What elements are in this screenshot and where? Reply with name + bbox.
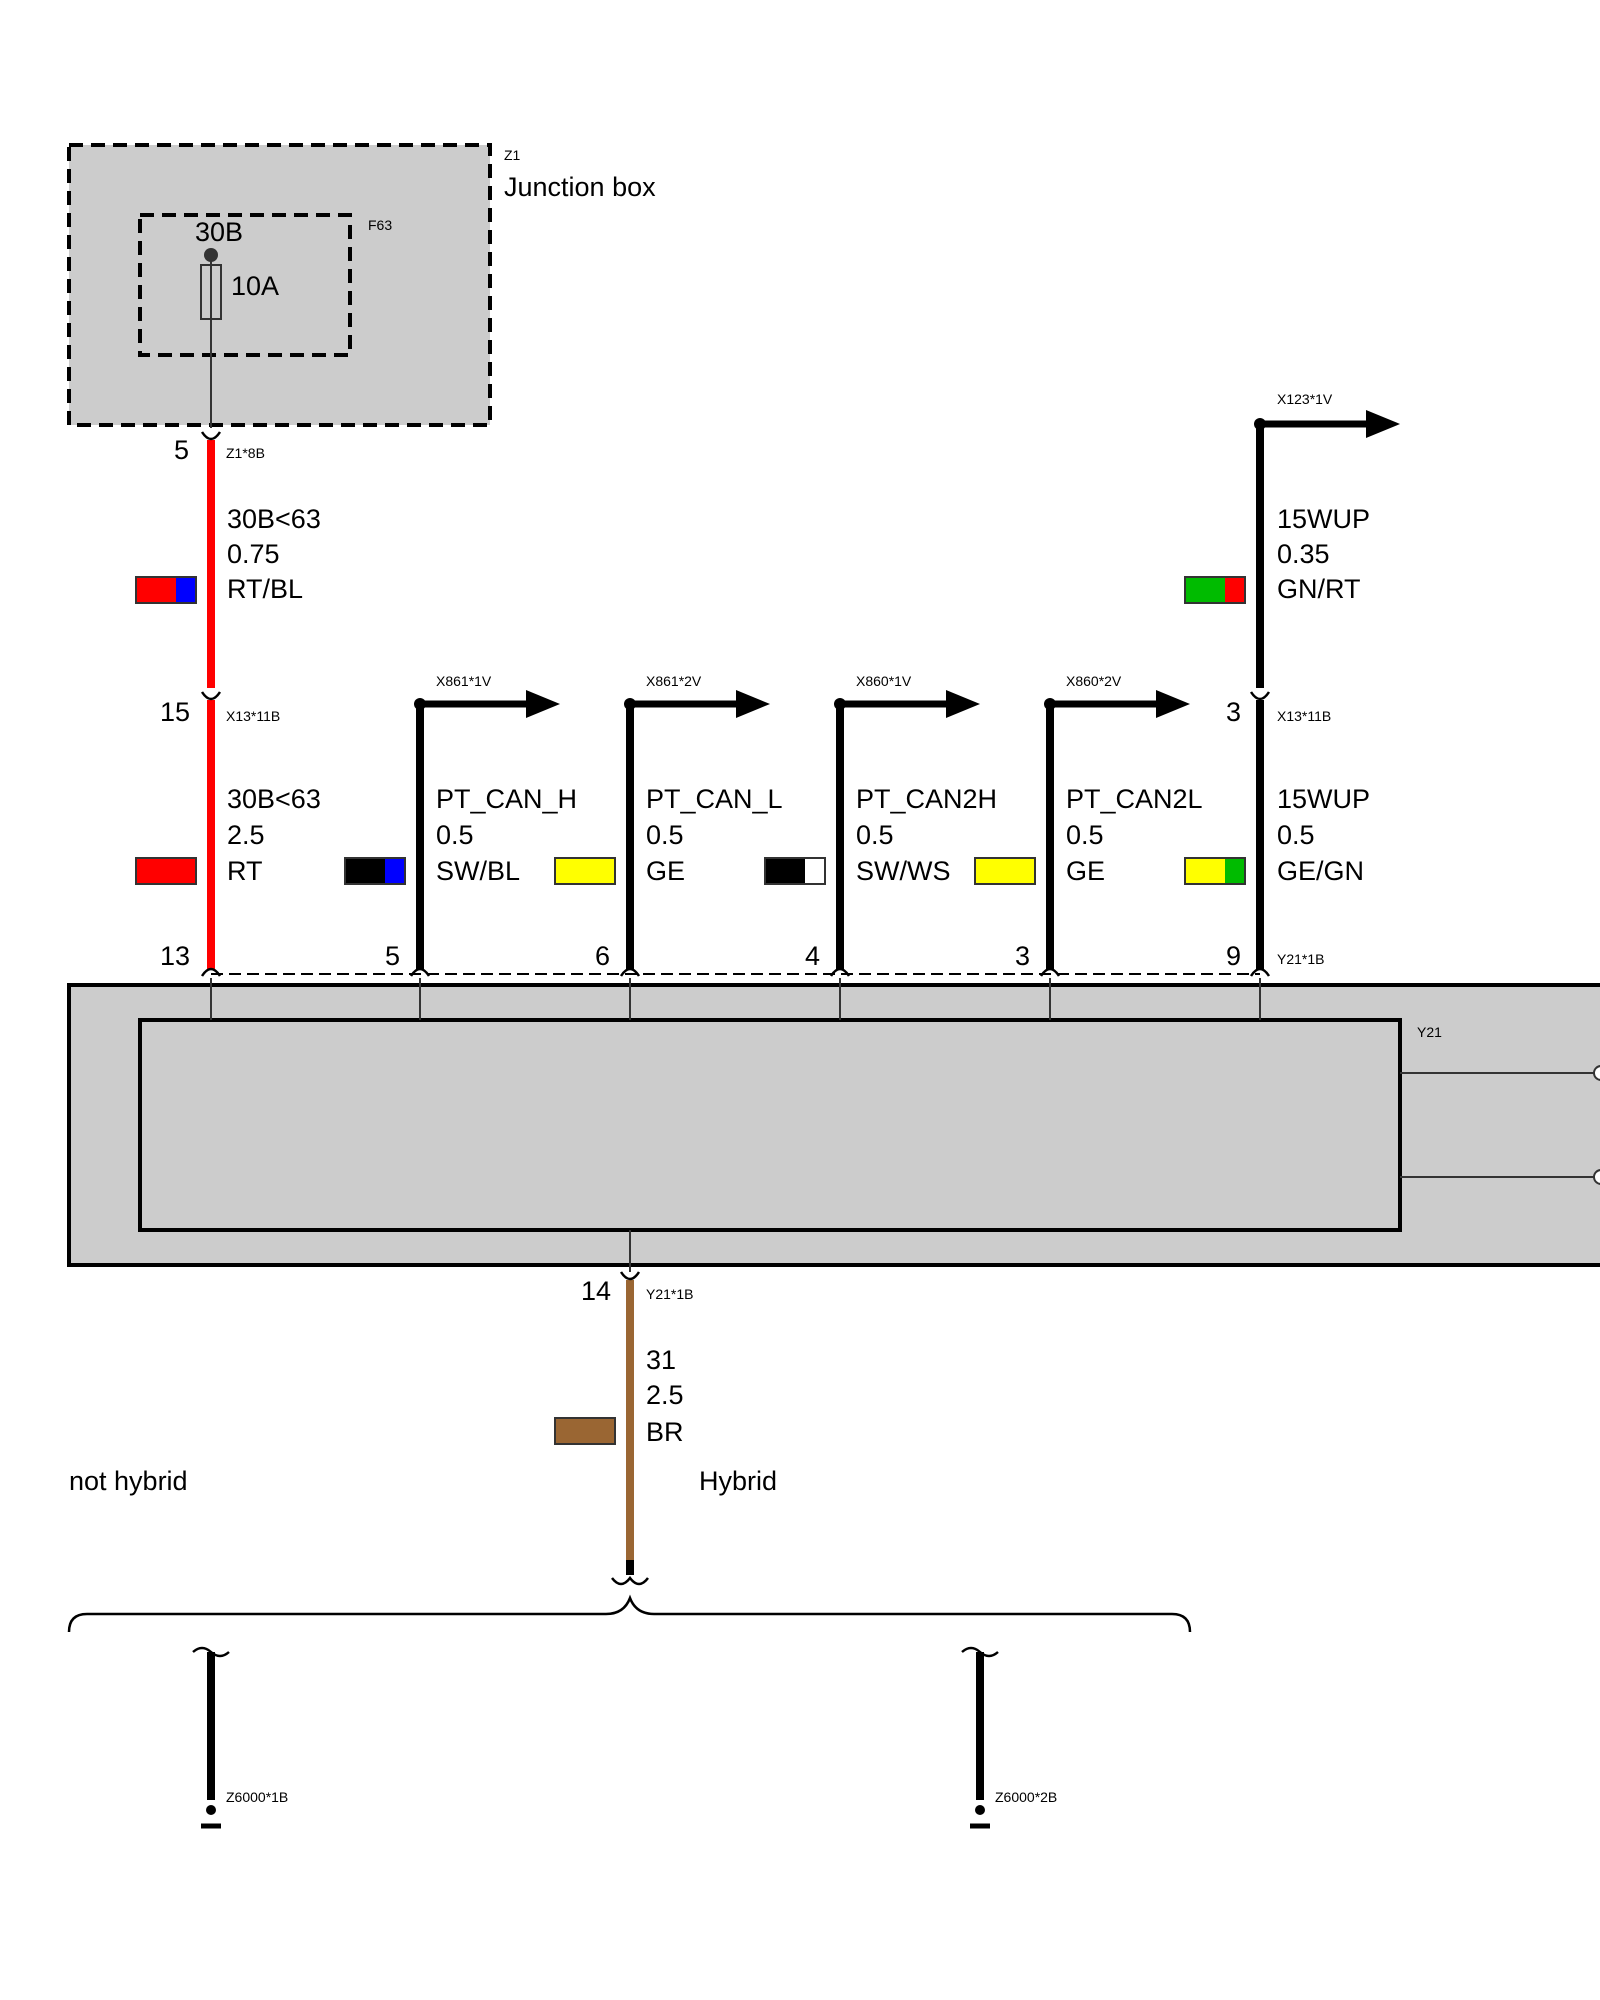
wire-signal: PT_CAN2L — [1066, 784, 1203, 814]
connector-label: Y21*1B — [646, 1286, 693, 1302]
destination-connector-label: X861*1V — [436, 673, 492, 689]
color-swatch-rt — [135, 857, 197, 885]
pin-label: 6 — [595, 941, 610, 971]
wire-gauge: 0.5 — [1066, 820, 1104, 850]
wire-signal: 15WUP — [1277, 504, 1370, 534]
pin-label: 5 — [385, 941, 400, 971]
destination-arrows — [420, 410, 1400, 718]
arrow-x123-1v — [1260, 410, 1400, 438]
junction-box-title: Junction box — [504, 172, 656, 202]
hook-y21-pin9 — [1249, 967, 1271, 977]
pin-label: 14 — [581, 1276, 611, 1306]
fuse-terminal-label: 30B — [195, 217, 243, 247]
wire-gauge: 0.5 — [646, 820, 684, 850]
destination-connector-label: X860*2V — [1066, 673, 1122, 689]
connector-label: Y21*1B — [1277, 951, 1324, 967]
pin-label: 9 — [1226, 941, 1241, 971]
hook-z1-8b — [200, 431, 222, 441]
pin-label: 15 — [160, 697, 190, 727]
arrow-x860-1v — [840, 690, 980, 718]
fuse-housing-outline — [138, 213, 352, 357]
wire-color-code: SW/WS — [856, 856, 951, 886]
hook-x13-11b-right — [1249, 691, 1271, 701]
connector-label: Z1*8B — [226, 445, 265, 461]
hook-y21-pin6 — [619, 967, 641, 977]
wire-signal: 30B<63 — [227, 504, 321, 534]
ecu-terminal-1 — [1593, 1065, 1600, 1081]
color-swatch-sw-ws — [764, 857, 826, 885]
wire-gauge: 2.5 — [646, 1380, 684, 1410]
wire-color-code: RT/BL — [227, 574, 303, 604]
wire-color-code: GE/GN — [1277, 856, 1364, 886]
pin-label: 3 — [1226, 697, 1241, 727]
ecu-block — [67, 978, 1600, 1272]
wire-gauge: 0.5 — [856, 820, 894, 850]
destination-connector-label: X860*1V — [856, 673, 912, 689]
ecu-id: Y21 — [1417, 1024, 1442, 1040]
ground-connector-label: Z6000*1B — [226, 1789, 288, 1805]
arrow-x860-2v — [1050, 690, 1190, 718]
connector-label: X13*11B — [1277, 708, 1331, 724]
variant-brace — [67, 1594, 1192, 1633]
destination-connector-label: X123*1V — [1277, 391, 1333, 407]
ground-branch-hybrid — [961, 1646, 999, 1829]
junction-box-id: Z1 — [504, 147, 521, 163]
wire-signal: 31 — [646, 1345, 676, 1375]
color-swatch-br — [554, 1417, 616, 1445]
wire-color-code: GN/RT — [1277, 574, 1361, 604]
wire-signal: PT_CAN_H — [436, 784, 577, 814]
wire-segments — [207, 425, 1264, 1575]
fuse-rating: 10A — [231, 271, 279, 301]
ground-connector-label: Z6000*2B — [995, 1789, 1057, 1805]
wire-gauge: 0.35 — [1277, 539, 1330, 569]
fuse-id: F63 — [368, 217, 392, 233]
color-swatch-sw-bl — [344, 857, 406, 885]
color-swatch-rt-bl — [135, 576, 197, 604]
wire-color-code: SW/BL — [436, 856, 520, 886]
wire-color-code: BR — [646, 1417, 684, 1447]
wire-gauge: 0.5 — [1277, 820, 1315, 850]
wire-signal: 30B<63 — [227, 784, 321, 814]
connector-label: X13*11B — [226, 708, 280, 724]
variant-split-hook — [611, 1575, 649, 1586]
wire-signal: PT_CAN_L — [646, 784, 783, 814]
wire-signal: 15WUP — [1277, 784, 1370, 814]
junction-box — [67, 143, 492, 428]
wire-color-code: GE — [646, 856, 685, 886]
hook-x13-11b-left — [200, 691, 222, 701]
ground-branch-not-hybrid — [192, 1646, 230, 1829]
arrow-x861-2v — [630, 690, 770, 718]
pin-label: 5 — [174, 435, 189, 465]
wire-color-code: GE — [1066, 856, 1105, 886]
pin-label: 4 — [805, 941, 820, 971]
wire-gauge: 0.5 — [436, 820, 474, 850]
arrow-x861-1v — [420, 690, 560, 718]
destination-connector-label: X861*2V — [646, 673, 702, 689]
wire-color-code: RT — [227, 856, 263, 886]
color-swatch-ge-gn — [1184, 857, 1246, 885]
hook-y21-pin14 — [619, 1271, 641, 1281]
pin-label: 3 — [1015, 941, 1030, 971]
variant-label-not-hybrid: not hybrid — [69, 1466, 188, 1496]
wire-signal: PT_CAN2H — [856, 784, 997, 814]
ecu-inner — [138, 1018, 1402, 1232]
variant-label-hybrid: Hybrid — [699, 1466, 777, 1496]
connector-dots — [414, 418, 1266, 710]
pin-label: 13 — [160, 941, 190, 971]
color-swatch-ge — [974, 857, 1036, 885]
color-swatch-ge — [554, 857, 616, 885]
wire-gauge: 2.5 — [227, 820, 265, 850]
color-swatch-gn-rt — [1184, 576, 1246, 604]
ecu-terminal-2 — [1593, 1169, 1600, 1185]
wire-gauge: 0.75 — [227, 539, 280, 569]
